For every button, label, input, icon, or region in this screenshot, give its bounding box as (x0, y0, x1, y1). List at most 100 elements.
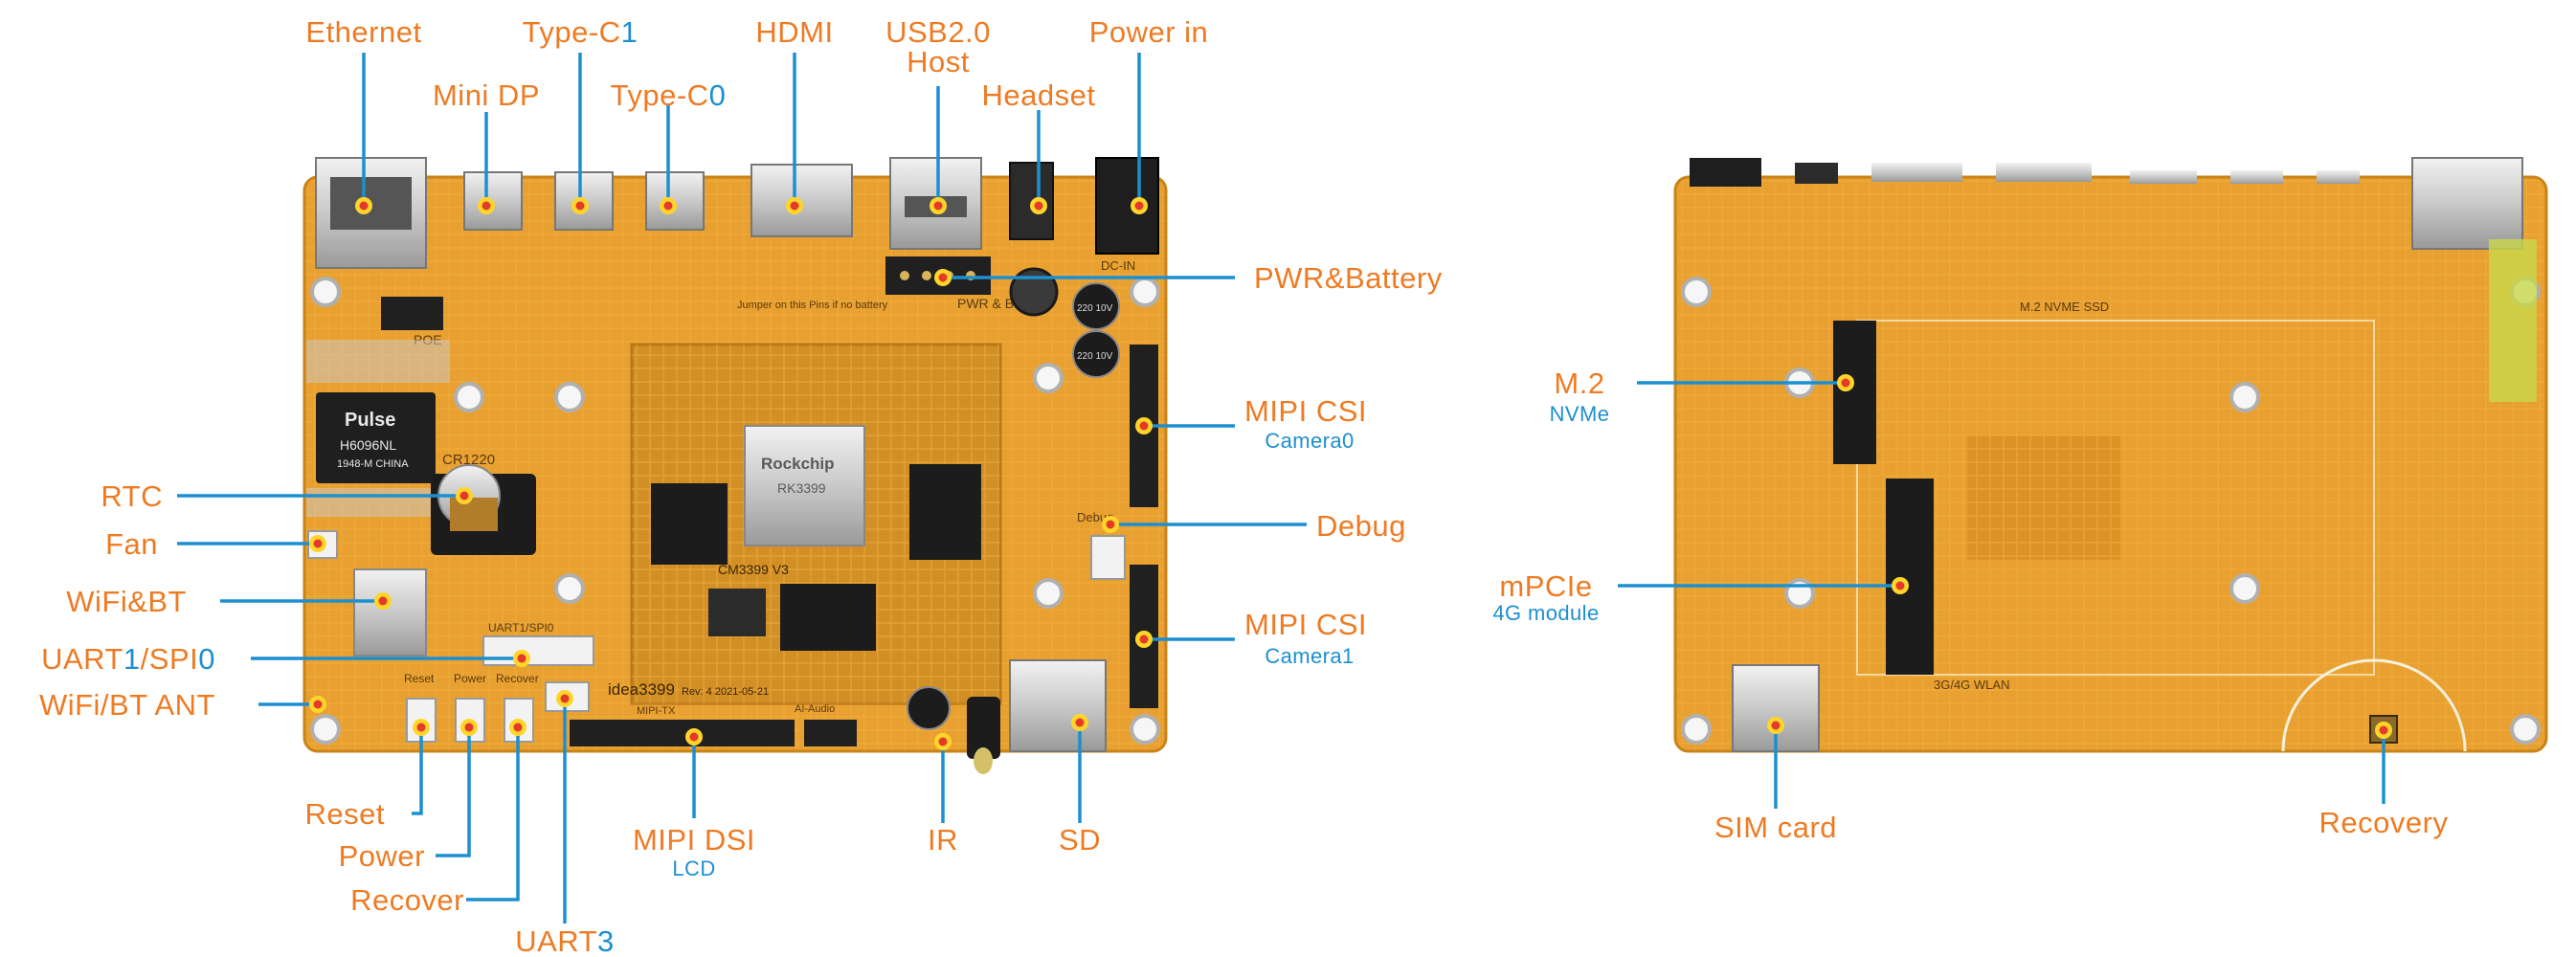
marker-mipi-csi1 (1135, 631, 1153, 648)
callout-labels: Ethernet Mini DP Type-C1 Type-C0 HDMI US… (39, 15, 2449, 957)
marker-mipi-dsi (685, 728, 703, 746)
label-power-in: Power in (1089, 15, 1209, 49)
marker-mpcie (1892, 577, 1909, 594)
label-mipi-csi0: MIPI CSI (1244, 394, 1367, 428)
marker-wifi-bt (374, 592, 392, 610)
dram-chip-1 (651, 483, 728, 565)
marker-ethernet (355, 197, 372, 214)
label-uart3: UART3 (515, 924, 615, 957)
cm3399-module: Rockchip RK3399 CM3399 V3 (630, 343, 1002, 705)
marker-mipi-csi0 (1135, 417, 1153, 434)
marker-ir (934, 733, 952, 750)
marker-hdmi (786, 197, 803, 214)
silk-module: CM3399 V3 (718, 562, 789, 577)
capacitor-2 (1072, 330, 1120, 378)
label-recover: Recover (350, 883, 464, 917)
label-hdmi: HDMI (755, 15, 833, 49)
silk-ssd: M.2 NVME SSD (2020, 300, 2109, 314)
marker-rtc (456, 487, 473, 504)
ir-receiver (967, 697, 1000, 759)
svg-text:MIPI-TX: MIPI-TX (637, 705, 676, 717)
silk-board-name: idea3399 (608, 680, 675, 699)
label-wifi-bt: WiFi&BT (66, 585, 187, 618)
label-mipi-csi0-sub: Camera0 (1265, 429, 1354, 453)
svg-text:Recover: Recover (496, 672, 539, 685)
marker-typec1 (571, 197, 589, 214)
marker-dots (309, 197, 2392, 750)
label-headset: Headset (982, 78, 1096, 112)
label-mini-dp: Mini DP (433, 78, 540, 112)
label-mipi-csi1: MIPI CSI (1244, 608, 1367, 641)
label-rtc: RTC (101, 479, 163, 513)
label-typec0: Type-C0 (611, 78, 727, 112)
marker-uart1-spi0 (513, 650, 530, 667)
rtc-holder (431, 464, 536, 555)
headset-jack (1009, 162, 1054, 240)
marker-pwr-battery (934, 269, 952, 286)
label-mipi-dsi: MIPI DSI (633, 823, 755, 857)
wifi-bt-module (353, 568, 427, 657)
label-m2: M.2 (1554, 367, 1604, 400)
marker-sim (1767, 717, 1784, 734)
label-fan: Fan (105, 527, 158, 561)
m2-slot (1833, 321, 1876, 464)
silk-cr1220: CR1220 (442, 452, 495, 468)
debug-connector (1090, 535, 1126, 580)
marker-typec0 (660, 197, 677, 214)
label-mipi-dsi-sub: LCD (672, 857, 715, 880)
svg-text:Power: Power (454, 672, 486, 685)
svg-text:220 10V: 220 10V (1077, 351, 1113, 362)
marker-debug (1102, 516, 1119, 533)
svg-text:220 10V: 220 10V (1077, 303, 1113, 314)
label-mipi-csi1-sub: Camera1 (1265, 644, 1354, 668)
pmic-chip (708, 589, 766, 636)
label-uart1-spi0: UART1/SPI0 (41, 642, 215, 676)
svg-text:1948-M CHINA: 1948-M CHINA (337, 458, 409, 470)
silk-dc-in: DC-IN (1101, 258, 1135, 273)
marker-fan (309, 535, 326, 552)
capacitor-1 (1072, 282, 1120, 330)
label-recovery: Recovery (2319, 806, 2449, 839)
label-power: Power (339, 839, 425, 873)
marker-headset (1030, 197, 1047, 214)
label-reset: Reset (305, 797, 385, 831)
back-board: M.2 NVME SSD 3G/4G WLAN (1673, 157, 2548, 753)
svg-text:Rockchip: Rockchip (761, 455, 835, 473)
svg-text:AI-Audio: AI-Audio (795, 703, 835, 715)
ai-audio-header (804, 720, 857, 746)
sd-slot (1009, 659, 1107, 752)
rockchip-soc (744, 425, 865, 546)
label-ir: IR (928, 823, 958, 857)
label-mpcie: mPCIe (1499, 569, 1592, 603)
marker-uart3 (556, 690, 573, 707)
svg-text:Reset: Reset (404, 672, 435, 685)
emmc-chip (780, 584, 876, 651)
svg-text:Pulse: Pulse (345, 410, 395, 431)
label-debug: Debug (1316, 509, 1406, 543)
label-mpcie-sub: 4G module (1492, 601, 1599, 625)
front-board: PWR & Battery Jumper on this Pins if no … (302, 157, 1168, 774)
marker-power (460, 719, 478, 736)
label-sd: SD (1059, 823, 1101, 857)
marker-recover (509, 719, 526, 736)
marker-reset (413, 719, 430, 736)
pulse-transformer: Pulse H6096NL 1948-M CHINA (316, 392, 436, 483)
poe-header (381, 297, 443, 330)
silk-board-rev: Rev: 4 2021-05-21 (682, 686, 769, 698)
marker-m2 (1837, 374, 1854, 391)
hdmi-port (750, 164, 853, 237)
marker-wifi-ant (309, 696, 326, 713)
label-wifi-ant: WiFi/BT ANT (39, 688, 215, 722)
marker-power-in (1131, 197, 1148, 214)
label-sim: SIM card (1714, 811, 1837, 844)
marker-recovery (2375, 722, 2392, 739)
silk-uart1: UART1/SPI0 (488, 621, 554, 634)
mpcie-slot (1886, 478, 1934, 675)
silk-jumper: Jumper on this Pins if no battery (737, 300, 888, 311)
label-pwr-battery: PWR&Battery (1254, 261, 1443, 295)
silk-wlan: 3G/4G WLAN (1934, 678, 2009, 692)
fan-connector (307, 530, 338, 559)
uart1-spi0-connector (482, 635, 594, 666)
power-in-jack (1095, 157, 1159, 255)
